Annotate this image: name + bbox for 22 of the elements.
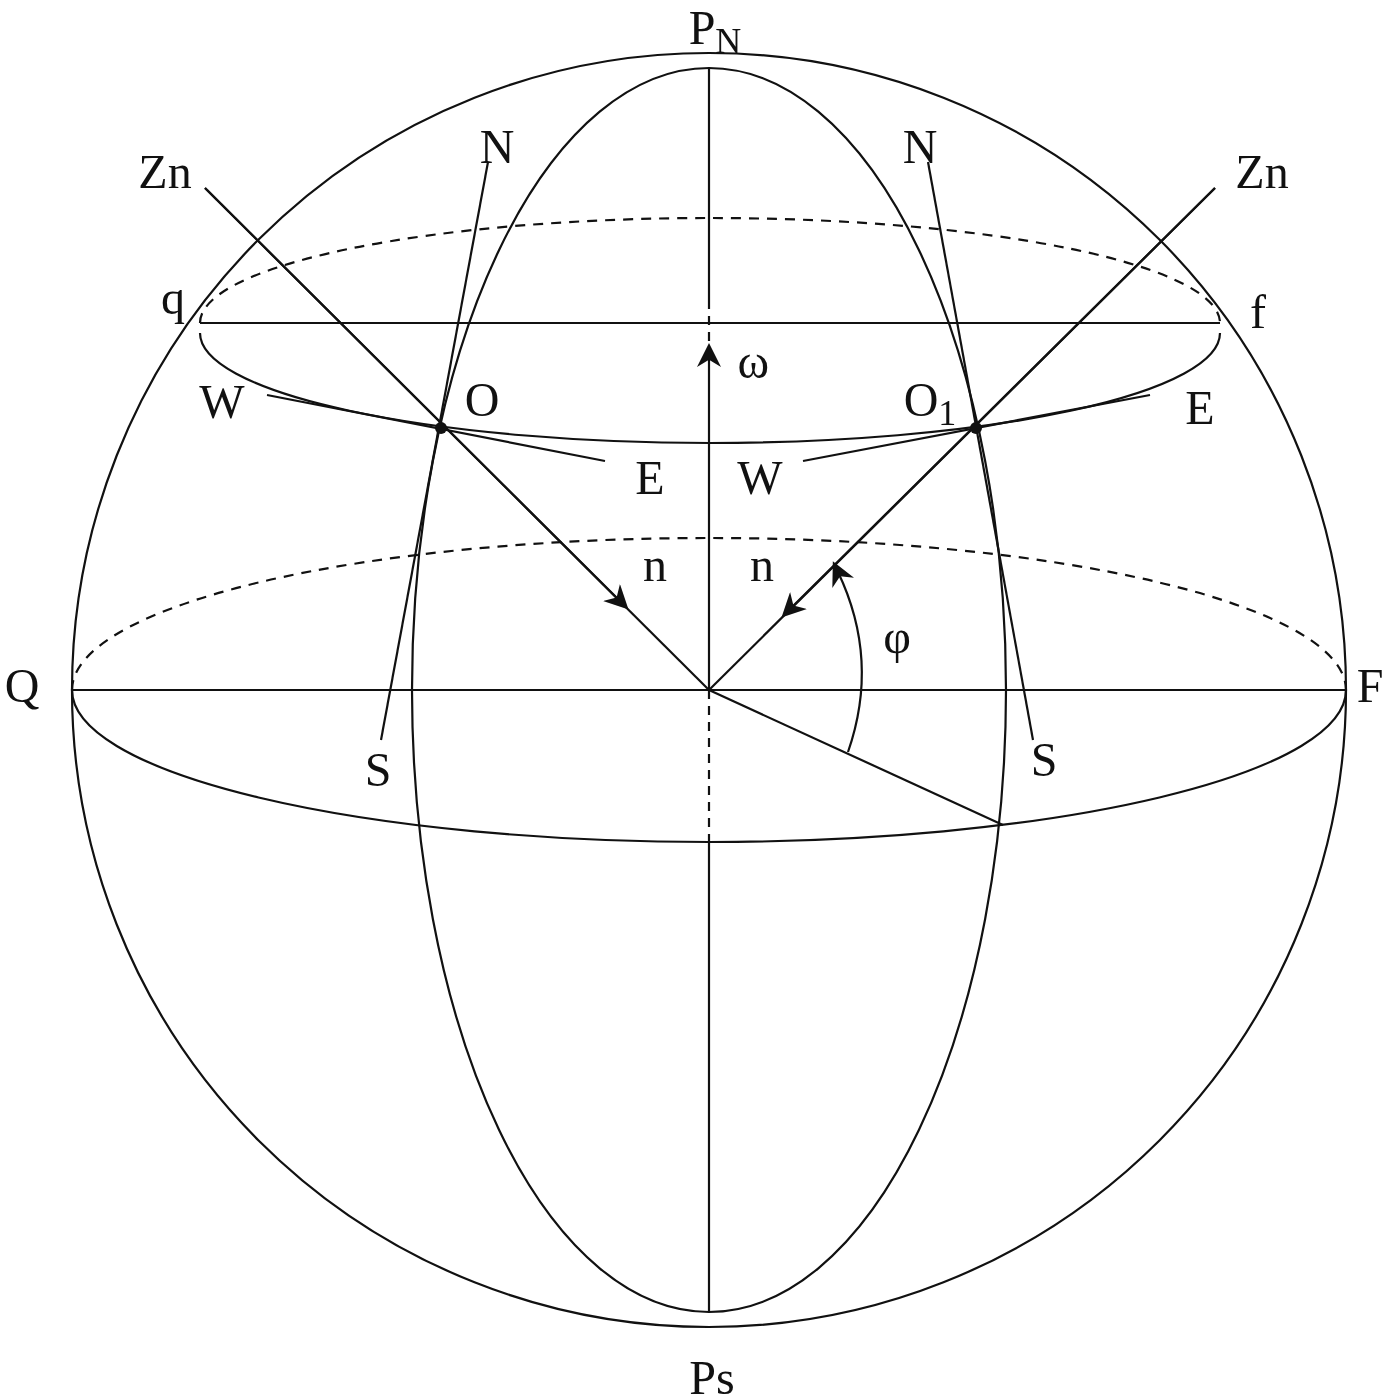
point-label: S — [364, 746, 392, 794]
point-label: Ps — [689, 1354, 735, 1400]
point-label: P$_{N}$ — [688, 4, 742, 52]
point-label: ω⃗ — [737, 338, 807, 386]
point-label: q — [161, 274, 185, 322]
point-label: φ — [883, 613, 911, 661]
point-label: E — [635, 454, 665, 502]
point-label: S — [1030, 736, 1058, 784]
point-label: n — [750, 541, 774, 589]
point-label: N — [479, 123, 515, 171]
point-label: W — [737, 454, 783, 502]
point-label: N — [902, 123, 938, 171]
point-label: n — [643, 541, 667, 589]
point-label: f — [1250, 288, 1266, 336]
point-label: O — [464, 376, 500, 424]
point-label: W — [199, 378, 245, 426]
point-label: Q — [4, 662, 40, 710]
point-label: E — [1185, 384, 1215, 432]
point-label: O$_{1}$ — [903, 376, 957, 424]
point-label: F — [1356, 662, 1384, 710]
point-label: Zn — [1235, 148, 1289, 196]
point-label: Zn — [138, 148, 192, 196]
